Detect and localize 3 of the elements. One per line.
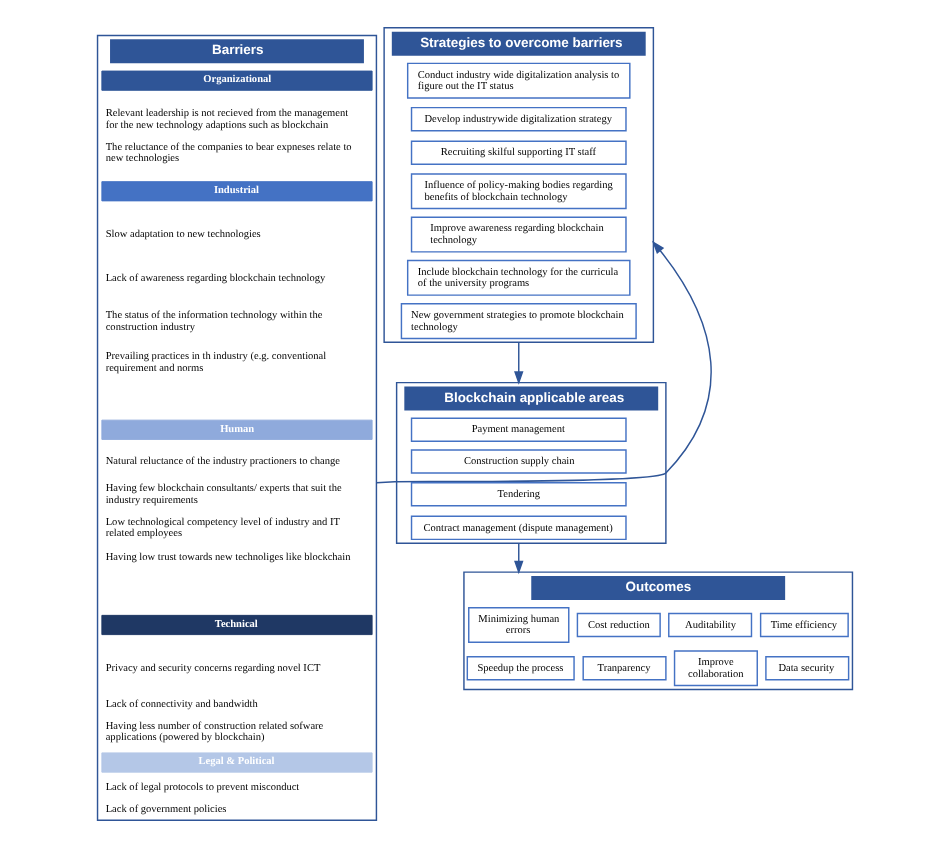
arrow [513,341,523,385]
arrow [513,542,523,575]
arrow [374,240,711,484]
